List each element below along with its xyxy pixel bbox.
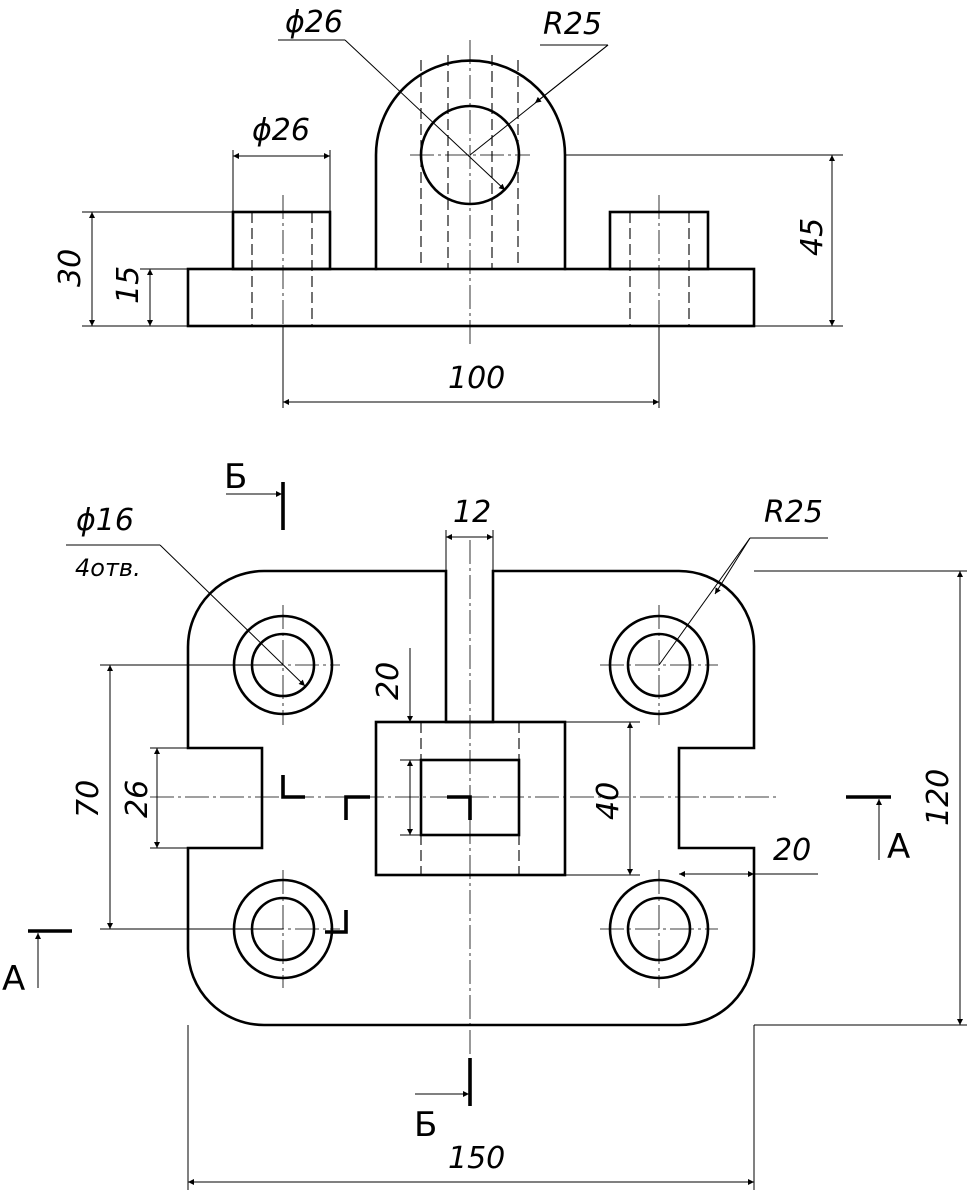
front-hidden-lines	[251, 55, 690, 326]
front-dim-phi26-hole: ϕ26	[285, 5, 343, 40]
front-center-lines	[282, 40, 660, 345]
top-hidden-lines	[420, 722, 520, 875]
top-center-pad	[374, 720, 567, 877]
front-dim-15: 15	[111, 266, 146, 304]
front-dim-45: 45	[795, 218, 830, 256]
top-dim-phi16: ϕ16	[76, 503, 134, 538]
section-label-a-right: A	[887, 827, 910, 867]
front-extension-lines	[82, 150, 843, 408]
top-plate-outline	[186, 569, 756, 1027]
front-dim-r25: R25	[543, 7, 602, 42]
section-cut-markers	[28, 482, 891, 1106]
section-label-b-bottom: Б	[414, 1105, 437, 1145]
section-label-b-top: Б	[224, 457, 247, 497]
top-dim-26: 26	[120, 780, 155, 818]
top-dim-20-notch: 20	[773, 833, 811, 868]
top-view: ϕ16 4отв. 12 R25 20 40 26 70 20 120 150 …	[2, 457, 967, 1190]
top-dim-70: 70	[71, 780, 106, 818]
front-base-plate	[186, 267, 756, 328]
front-view: ϕ26 R25 ϕ26 30 15 45 100	[53, 5, 843, 408]
top-extension-lines	[100, 530, 967, 1190]
top-dim-4holes: 4отв.	[75, 554, 141, 582]
front-center-lug	[374, 59, 567, 271]
front-left-boss	[231, 210, 332, 271]
top-dimension-lines	[66, 534, 963, 1185]
top-dim-r25: R25	[764, 495, 823, 530]
front-dim-30: 30	[53, 249, 88, 287]
top-dim-40: 40	[591, 782, 626, 820]
front-dim-phi26-boss: ϕ26	[252, 113, 310, 148]
section-corner-marks	[281, 775, 472, 934]
top-dim-120: 120	[921, 769, 956, 826]
section-label-a-left: A	[2, 959, 25, 999]
top-dim-12: 12	[453, 495, 491, 530]
front-dimension-lines	[89, 39, 835, 405]
top-dim-20-slot: 20	[371, 662, 406, 700]
top-dim-150: 150	[448, 1141, 505, 1176]
front-dim-100: 100	[448, 361, 505, 396]
